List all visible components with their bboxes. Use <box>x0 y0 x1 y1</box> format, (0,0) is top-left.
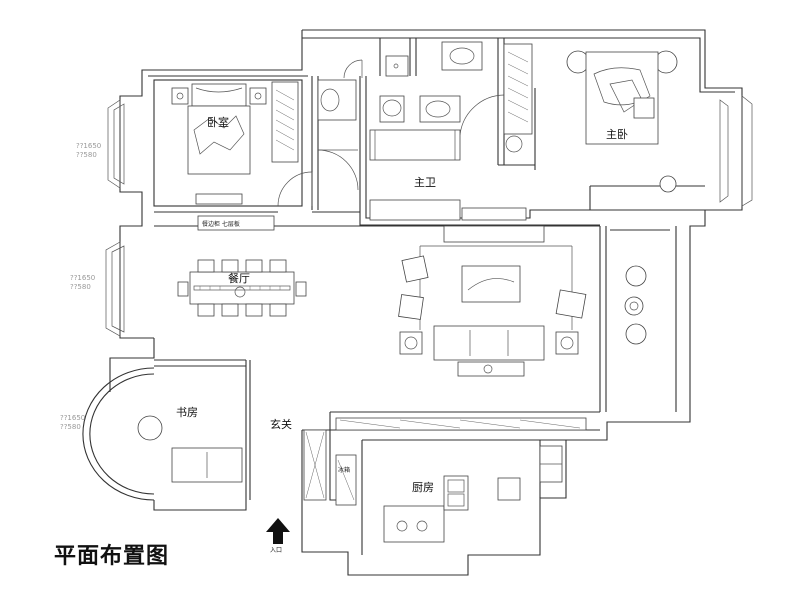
label-entrance: 入口 <box>270 547 282 554</box>
living-furniture <box>398 225 587 377</box>
foyer-cabinet <box>303 417 587 501</box>
room-labels: 卧室 主卧 主卫 餐厅 书房 玄关 厨房 餐边柜 七层板 入口 冰箱 <box>176 115 628 554</box>
kitchen-fixtures <box>335 445 563 543</box>
label-sideboard: 餐边柜 七层板 <box>202 220 240 228</box>
dim-window3-b: ??580 <box>60 423 81 431</box>
label-kitchen: 厨房 <box>412 481 434 494</box>
label-master-bedroom: 主卧 <box>606 128 628 141</box>
label-study: 书房 <box>176 406 198 419</box>
dim-window2-b: ??580 <box>70 283 91 291</box>
balcony-furniture <box>624 265 647 345</box>
dim-window1-b: ??580 <box>76 151 97 159</box>
entrance-arrow <box>266 518 290 544</box>
dim-window3-a: ??1650 <box>60 414 85 422</box>
master-bath-fixtures <box>317 41 527 221</box>
doors <box>277 59 505 207</box>
bay-windows <box>105 95 753 337</box>
master-bedroom-furniture <box>503 43 678 193</box>
dining-furniture <box>177 215 307 317</box>
dim-window2-a: ??1650 <box>70 274 95 282</box>
bedroom-furniture <box>171 81 299 205</box>
label-dining: 餐厅 <box>228 271 250 285</box>
label-fridge: 冰箱 <box>338 466 350 474</box>
label-foyer: 玄关 <box>270 417 292 431</box>
label-master-bath: 主卫 <box>414 176 436 189</box>
outer-walls <box>82 29 743 576</box>
dim-window1-a: ??1650 <box>76 142 101 150</box>
label-bedroom: 卧室 <box>207 115 229 129</box>
plan-caption: 平面布置图 <box>54 544 170 569</box>
window-dimensions: ??1650 ??580 ??1650 ??580 ??1650 ??580 <box>60 142 101 431</box>
study-furniture <box>137 415 243 483</box>
